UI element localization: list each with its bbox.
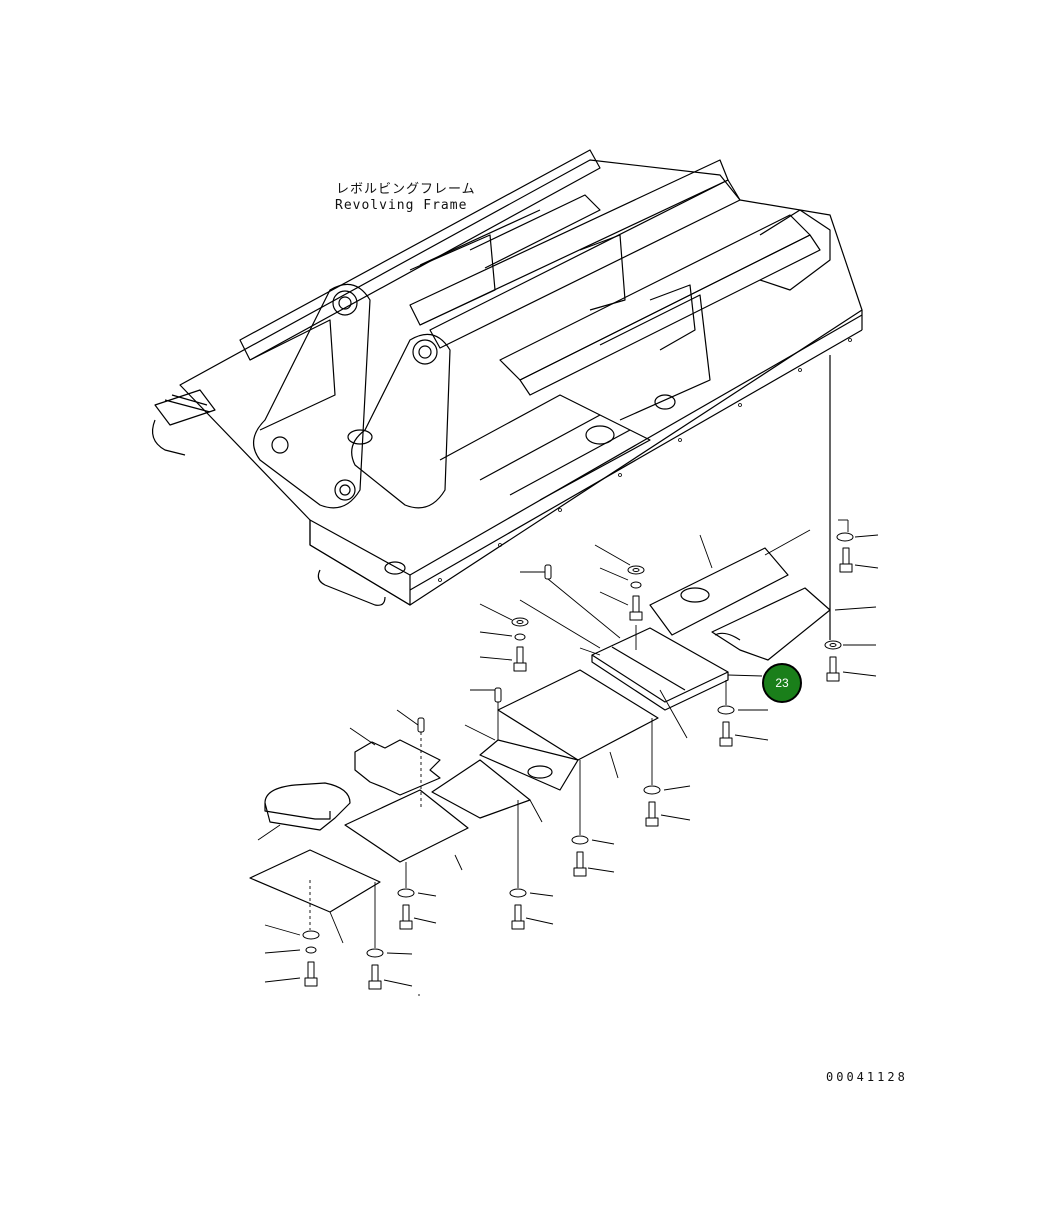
- rubber-pad: [264, 782, 351, 831]
- fasteners: [302, 532, 854, 990]
- frame-label-japanese: レボルビングフレーム: [336, 182, 476, 197]
- cover-plate-bottom-left: [249, 849, 381, 913]
- frame-label-english: Revolving Frame: [335, 198, 468, 213]
- part-callout-23[interactable]: 23: [762, 663, 802, 703]
- cover-plate-lower: [344, 789, 469, 863]
- cover-plate-top-right: [649, 547, 789, 636]
- revolving-frame: [152, 149, 863, 606]
- drawing-number: 00041128: [826, 1070, 908, 1084]
- cover-plate-center: [497, 669, 659, 761]
- cover-plates: [249, 547, 831, 913]
- leader-lines: [257, 519, 879, 996]
- cover-plate-mid: [431, 759, 531, 819]
- cover-plate-cross: [354, 739, 441, 796]
- cover-plate-right: [711, 587, 831, 661]
